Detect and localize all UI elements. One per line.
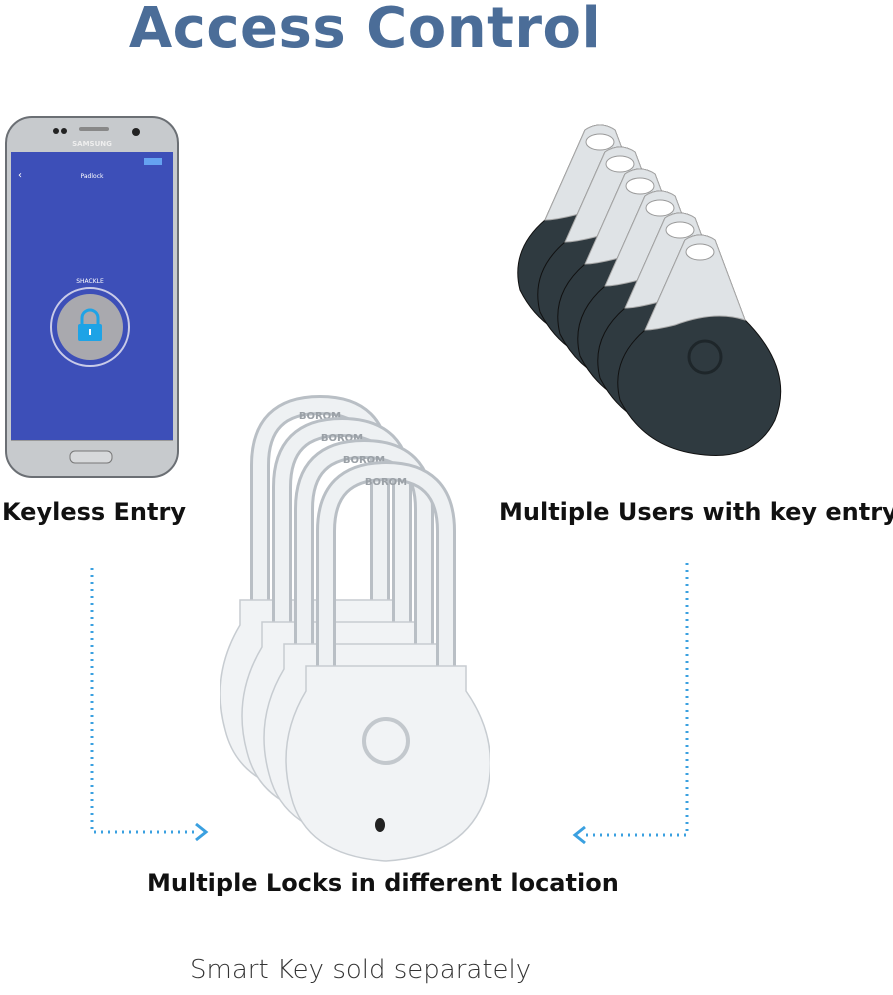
keyhole-icon [375,818,385,832]
svg-text:BOROM: BOROM [365,477,407,488]
svg-text:BOROM: BOROM [321,433,363,444]
svg-text:BOROM: BOROM [343,455,385,466]
keyless-entry-label: Keyless Entry [2,498,186,526]
padlock-icon [78,308,102,341]
logo-icon [687,339,723,375]
right-arrow-icon [572,563,689,845]
left-arrow-icon [90,568,209,842]
multiple-locks-label: Multiple Locks in different location [147,869,619,897]
multiple-users-label: Multiple Users with key entry [499,498,893,526]
key-fob [617,234,782,457]
phone-brand: SAMSUNG [72,140,112,148]
lock-label: SHACKLE [76,278,104,285]
padlocks: BOROM BOROM BOROM BOROM [220,394,490,862]
screen-title: Padlock [81,173,104,180]
svg-text:BOROM: BOROM [299,411,341,422]
signal-icon [144,158,162,165]
smart-key-note: Smart Key sold separately [190,955,532,985]
home-button [69,450,113,464]
page-title: Access Control [128,0,602,61]
logo-icon [362,717,410,765]
key-fobs [517,124,782,457]
back-icon: ‹ [18,170,22,181]
smartphone: SAMSUNG ‹ Padlock SHACKLE [5,116,179,478]
